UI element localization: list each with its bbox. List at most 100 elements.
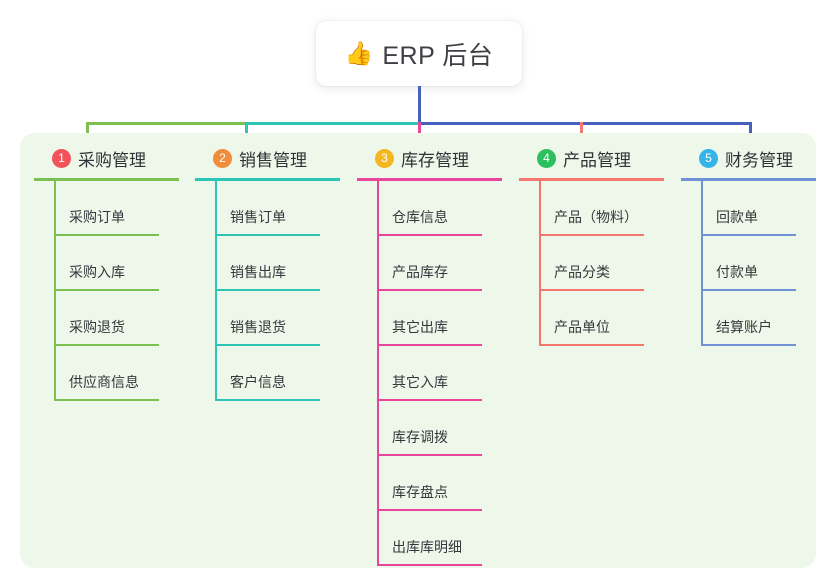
leaf-item[interactable]: 采购入库 [34, 236, 179, 291]
column-header-rule-3 [357, 178, 502, 181]
column-badge-4: 4 [537, 148, 556, 168]
column-spine-4 [539, 181, 541, 346]
bus-segment-3 [418, 122, 752, 125]
bus-segment-1 [86, 122, 245, 125]
column-spine-1 [54, 181, 56, 401]
column-header-5[interactable]: 5 财务管理 [681, 145, 816, 171]
thumbs-up-icon: 👍 [344, 40, 374, 66]
leaf-item[interactable]: 库存盘点 [357, 456, 502, 511]
column-5: 5 财务管理回款单付款单结算账户 [681, 145, 816, 346]
leaf-item-label: 销售退货 [230, 319, 286, 335]
leaf-item-label: 销售出库 [230, 264, 286, 280]
root-trunk-connector [418, 86, 421, 124]
leaf-item-label: 其它入库 [392, 374, 448, 390]
leaf-item[interactable]: 销售出库 [195, 236, 340, 291]
leaf-item[interactable]: 采购退货 [34, 291, 179, 346]
bus-segment-2 [245, 122, 418, 125]
leaf-item-label: 其它出库 [392, 319, 448, 335]
leaf-item-label: 供应商信息 [69, 374, 139, 390]
column-title-4: 产品管理 [563, 150, 631, 170]
column-items-2: 销售订单销售出库销售退货客户信息 [195, 181, 340, 401]
leaf-item-label: 仓库信息 [392, 209, 448, 225]
leaf-item-label: 库存盘点 [392, 484, 448, 500]
leaf-item-label: 采购订单 [69, 209, 125, 225]
column-3: 3 库存管理仓库信息产品库存其它出库其它入库库存调拨库存盘点出库库明细 [357, 145, 502, 566]
column-header-rule-1 [34, 178, 179, 181]
leaf-item-rule [54, 344, 159, 346]
leaf-item[interactable]: 库存调拨 [357, 401, 502, 456]
root-title: ERP 后台 [382, 41, 494, 70]
leaf-item-rule [539, 344, 644, 346]
leaf-item-rule [539, 234, 644, 236]
diagram-panel [20, 133, 816, 568]
column-title-5: 财务管理 [725, 150, 793, 170]
leaf-item-label: 采购入库 [69, 264, 125, 280]
leaf-item[interactable]: 仓库信息 [357, 181, 502, 236]
leaf-item-rule [377, 289, 482, 291]
column-spine-3 [377, 181, 379, 566]
leaf-item[interactable]: 其它入库 [357, 346, 502, 401]
column-spine-2 [215, 181, 217, 401]
leaf-item[interactable]: 付款单 [681, 236, 816, 291]
column-badge-3: 3 [375, 148, 394, 168]
leaf-item[interactable]: 结算账户 [681, 291, 816, 346]
leaf-item-rule [701, 234, 796, 236]
column-items-3: 仓库信息产品库存其它出库其它入库库存调拨库存盘点出库库明细 [357, 181, 502, 566]
leaf-item-rule [54, 234, 159, 236]
leaf-item-label: 回款单 [716, 209, 758, 225]
column-items-1: 采购订单采购入库采购退货供应商信息 [34, 181, 179, 401]
leaf-item-label: 产品（物料） [554, 209, 638, 225]
root-node[interactable]: 👍 ERP 后台 [316, 21, 522, 86]
leaf-item[interactable]: 产品单位 [519, 291, 664, 346]
leaf-item-label: 出库库明细 [392, 539, 462, 555]
leaf-item[interactable]: 产品（物料） [519, 181, 664, 236]
leaf-item[interactable]: 采购订单 [34, 181, 179, 236]
column-header-rule-5 [681, 178, 816, 181]
leaf-item-rule [377, 344, 482, 346]
column-badge-1: 1 [52, 148, 71, 168]
column-header-rule-4 [519, 178, 664, 181]
column-spine-5 [701, 181, 703, 346]
leaf-item[interactable]: 回款单 [681, 181, 816, 236]
leaf-item-rule [701, 344, 796, 346]
leaf-item-rule [539, 289, 644, 291]
leaf-item-rule [215, 234, 320, 236]
leaf-item-label: 产品单位 [554, 319, 610, 335]
leaf-item-label: 付款单 [716, 264, 758, 280]
column-4: 4 产品管理产品（物料） 产品分类产品单位 [519, 145, 664, 346]
leaf-item[interactable]: 其它出库 [357, 291, 502, 346]
column-header-4[interactable]: 4 产品管理 [519, 145, 664, 171]
leaf-item[interactable]: 产品分类 [519, 236, 664, 291]
column-badge-5: 5 [699, 148, 718, 168]
leaf-item-rule [54, 289, 159, 291]
leaf-item[interactable]: 客户信息 [195, 346, 340, 401]
column-title-3: 库存管理 [401, 150, 469, 170]
leaf-item-label: 客户信息 [230, 374, 286, 390]
leaf-item-rule [215, 289, 320, 291]
leaf-item-label: 产品分类 [554, 264, 610, 280]
leaf-item-rule [377, 564, 482, 566]
column-header-3[interactable]: 3 库存管理 [357, 145, 502, 171]
leaf-item-rule [54, 399, 159, 401]
leaf-item[interactable]: 销售退货 [195, 291, 340, 346]
leaf-item-rule [215, 344, 320, 346]
leaf-item-label: 库存调拨 [392, 429, 448, 445]
column-badge-2: 2 [213, 148, 232, 168]
leaf-item-rule [377, 399, 482, 401]
column-2: 2 销售管理销售订单销售出库销售退货客户信息 [195, 145, 340, 401]
leaf-item-rule [701, 289, 796, 291]
leaf-item[interactable]: 出库库明细 [357, 511, 502, 566]
leaf-item-rule [377, 454, 482, 456]
leaf-item-label: 采购退货 [69, 319, 125, 335]
leaf-item[interactable]: 销售订单 [195, 181, 340, 236]
column-header-rule-2 [195, 178, 340, 181]
leaf-item[interactable]: 供应商信息 [34, 346, 179, 401]
leaf-item-rule [377, 509, 482, 511]
leaf-item[interactable]: 产品库存 [357, 236, 502, 291]
leaf-item-rule [215, 399, 320, 401]
column-header-2[interactable]: 2 销售管理 [195, 145, 340, 171]
column-title-2: 销售管理 [239, 150, 307, 170]
leaf-item-rule [377, 234, 482, 236]
